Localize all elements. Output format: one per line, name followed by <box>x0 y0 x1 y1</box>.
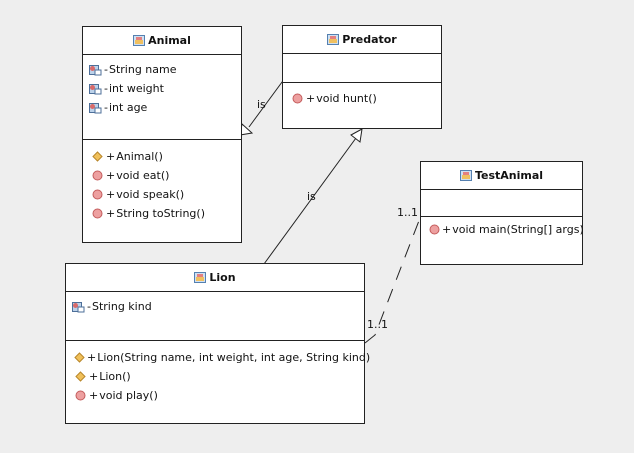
method-text: void eat() <box>116 169 170 182</box>
method-row: + String toString() <box>91 204 241 223</box>
constructor-icon <box>74 370 87 383</box>
method-visibility: + <box>87 351 97 364</box>
class-lion[interactable]: Lion - String kind + Lion(String name, i… <box>65 263 370 424</box>
class-icon <box>327 34 340 45</box>
field-icon <box>89 82 102 95</box>
class-testanimal[interactable]: TestAnimal + void main(String[] args) <box>420 161 584 265</box>
field-icon <box>89 101 102 114</box>
method-icon <box>91 207 104 220</box>
class-animal-methods: + Animal() + void eat() + void speak() +… <box>83 140 241 223</box>
attribute-text: String kind <box>91 300 152 313</box>
lion-predator-generalization-line <box>263 137 357 265</box>
constructor-icon <box>74 351 85 364</box>
class-lion-name: Lion <box>209 271 236 284</box>
attribute-row: - int weight <box>89 79 241 98</box>
method-text: void play() <box>99 389 158 402</box>
multiplicity-lion-end: 1..1 <box>367 318 388 331</box>
method-row: + void speak() <box>91 185 241 204</box>
class-animal-header: Animal <box>83 27 241 55</box>
lion-predator-arrowhead <box>350 128 363 143</box>
method-visibility: + <box>306 92 316 105</box>
class-animal-attributes: - String name - int weight - int age <box>83 55 241 140</box>
attribute-visibility: - <box>87 300 91 313</box>
attribute-row: - int age <box>89 98 241 117</box>
method-visibility: + <box>106 207 116 220</box>
method-row: + void main(String[] args) <box>429 220 584 239</box>
class-lion-header: Lion <box>66 264 364 292</box>
method-visibility: + <box>89 389 99 402</box>
class-testanimal-header: TestAnimal <box>421 162 582 190</box>
class-predator-header: Predator <box>283 26 441 54</box>
class-lion-attributes: - String kind <box>66 292 364 341</box>
predator-animal-relation-label: is <box>257 98 266 111</box>
method-visibility: + <box>106 150 116 163</box>
class-lion-methods: + Lion(String name, int weight, int age,… <box>66 341 370 405</box>
field-icon <box>72 300 85 313</box>
constructor-icon <box>91 150 104 163</box>
attribute-row: - String kind <box>72 297 364 316</box>
method-visibility: + <box>89 370 99 383</box>
class-predator-attributes <box>283 54 441 83</box>
method-text: Lion() <box>99 370 131 383</box>
method-row: + void hunt() <box>291 89 441 108</box>
lion-testanimal-association-line <box>364 217 421 344</box>
attribute-row: - String name <box>89 60 241 79</box>
method-text: Animal() <box>116 150 163 163</box>
class-animal-name: Animal <box>148 34 191 47</box>
attribute-visibility: - <box>104 101 108 114</box>
method-visibility: + <box>442 223 452 236</box>
predator-animal-generalization-line <box>248 77 286 128</box>
method-icon <box>429 223 440 236</box>
method-visibility: + <box>106 188 116 201</box>
method-text: String toString() <box>116 207 205 220</box>
attribute-visibility: - <box>104 63 108 76</box>
attribute-text: String name <box>108 63 177 76</box>
class-predator-methods: + void hunt() <box>283 83 441 108</box>
method-row: + Lion(String name, int weight, int age,… <box>74 348 370 367</box>
method-icon <box>91 169 104 182</box>
class-icon <box>459 170 472 181</box>
lion-predator-relation-label: is <box>307 190 316 203</box>
method-text: Lion(String name, int weight, int age, S… <box>97 351 371 364</box>
class-icon <box>194 272 207 283</box>
method-visibility: + <box>106 169 116 182</box>
method-text: void main(String[] args) <box>452 223 584 236</box>
attribute-visibility: - <box>104 82 108 95</box>
attribute-text: int weight <box>108 82 164 95</box>
class-animal[interactable]: Animal - String name - int weight - int … <box>82 26 242 243</box>
field-icon <box>89 63 102 76</box>
method-row: + void eat() <box>91 166 241 185</box>
method-icon <box>74 389 87 402</box>
method-row: + void play() <box>74 386 364 405</box>
class-testanimal-attributes <box>421 190 582 217</box>
class-testanimal-methods: + void main(String[] args) <box>421 217 584 239</box>
class-predator-name: Predator <box>342 33 397 46</box>
method-row: + Lion() <box>74 367 364 386</box>
attribute-text: int age <box>108 101 148 114</box>
method-icon <box>291 92 304 105</box>
method-row: + Animal() <box>91 147 241 166</box>
class-testanimal-name: TestAnimal <box>474 169 544 182</box>
multiplicity-testanimal-end: 1..1 <box>397 206 418 219</box>
class-icon <box>133 35 146 46</box>
class-predator[interactable]: Predator + void hunt() <box>282 25 442 129</box>
method-icon <box>91 188 104 201</box>
method-text: void speak() <box>116 188 185 201</box>
method-text: void hunt() <box>316 92 377 105</box>
